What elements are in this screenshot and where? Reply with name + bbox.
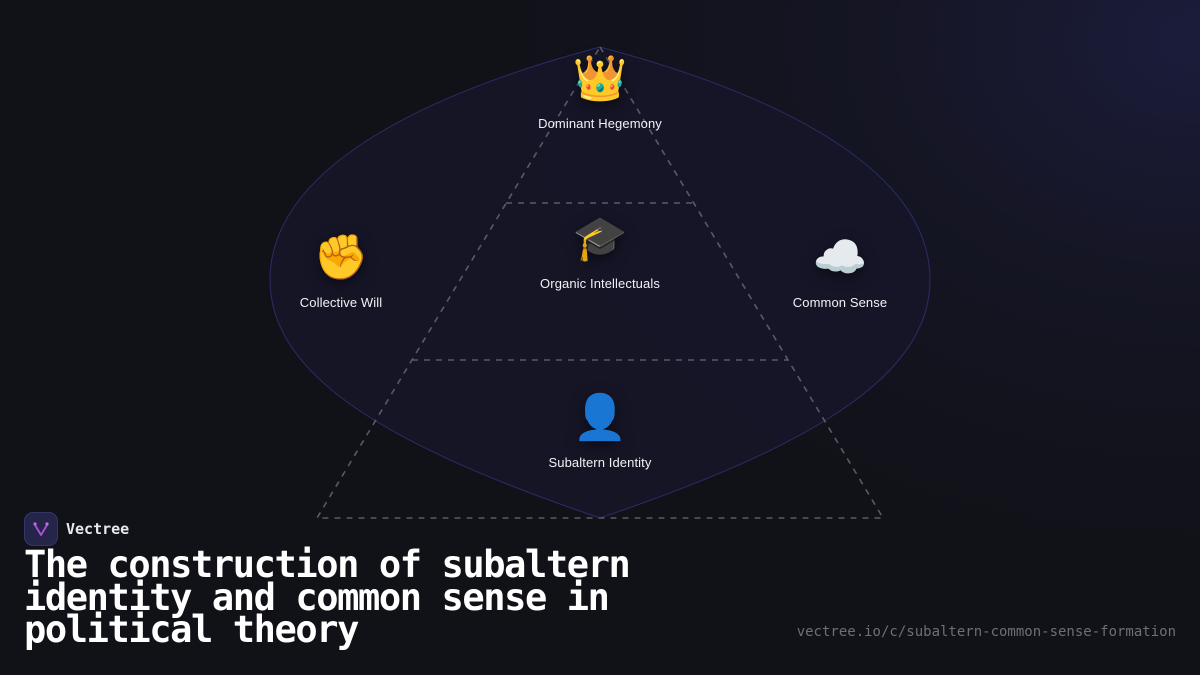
page-title: The construction of subaltern identity a… bbox=[24, 543, 631, 651]
brand-name: Vectree bbox=[66, 520, 130, 538]
cloud-icon: ☁️ bbox=[812, 232, 868, 283]
raised-fist-icon: ✊ bbox=[313, 232, 369, 283]
node-common-sense: ☁️ Common Sense bbox=[740, 232, 940, 311]
node-label: Organic Intellectuals bbox=[540, 276, 660, 291]
node-label: Subaltern Identity bbox=[548, 455, 652, 470]
crown-icon: 👑 bbox=[572, 53, 628, 104]
node-dominant-hegemony: 👑 Dominant Hegemony bbox=[500, 53, 700, 132]
vectree-logo-icon bbox=[24, 512, 58, 546]
node-label: Collective Will bbox=[299, 295, 383, 310]
graduation-cap-icon: 🎓 bbox=[572, 213, 628, 264]
source-url: vectree.io/c/subaltern-common-sense-form… bbox=[796, 624, 1176, 640]
vectree-logo-glyph bbox=[33, 522, 49, 536]
node-label: Dominant Hegemony bbox=[538, 116, 662, 131]
pyramid-outline bbox=[315, 45, 885, 519]
node-organic-intellectuals: 🎓 Organic Intellectuals bbox=[500, 213, 700, 292]
node-label: Common Sense bbox=[792, 295, 888, 310]
brand: Vectree bbox=[24, 512, 129, 546]
node-collective-will: ✊ Collective Will bbox=[241, 232, 441, 311]
person-silhouette-icon: 👤 bbox=[572, 392, 628, 443]
node-subaltern-identity: 👤 Subaltern Identity bbox=[500, 392, 700, 471]
